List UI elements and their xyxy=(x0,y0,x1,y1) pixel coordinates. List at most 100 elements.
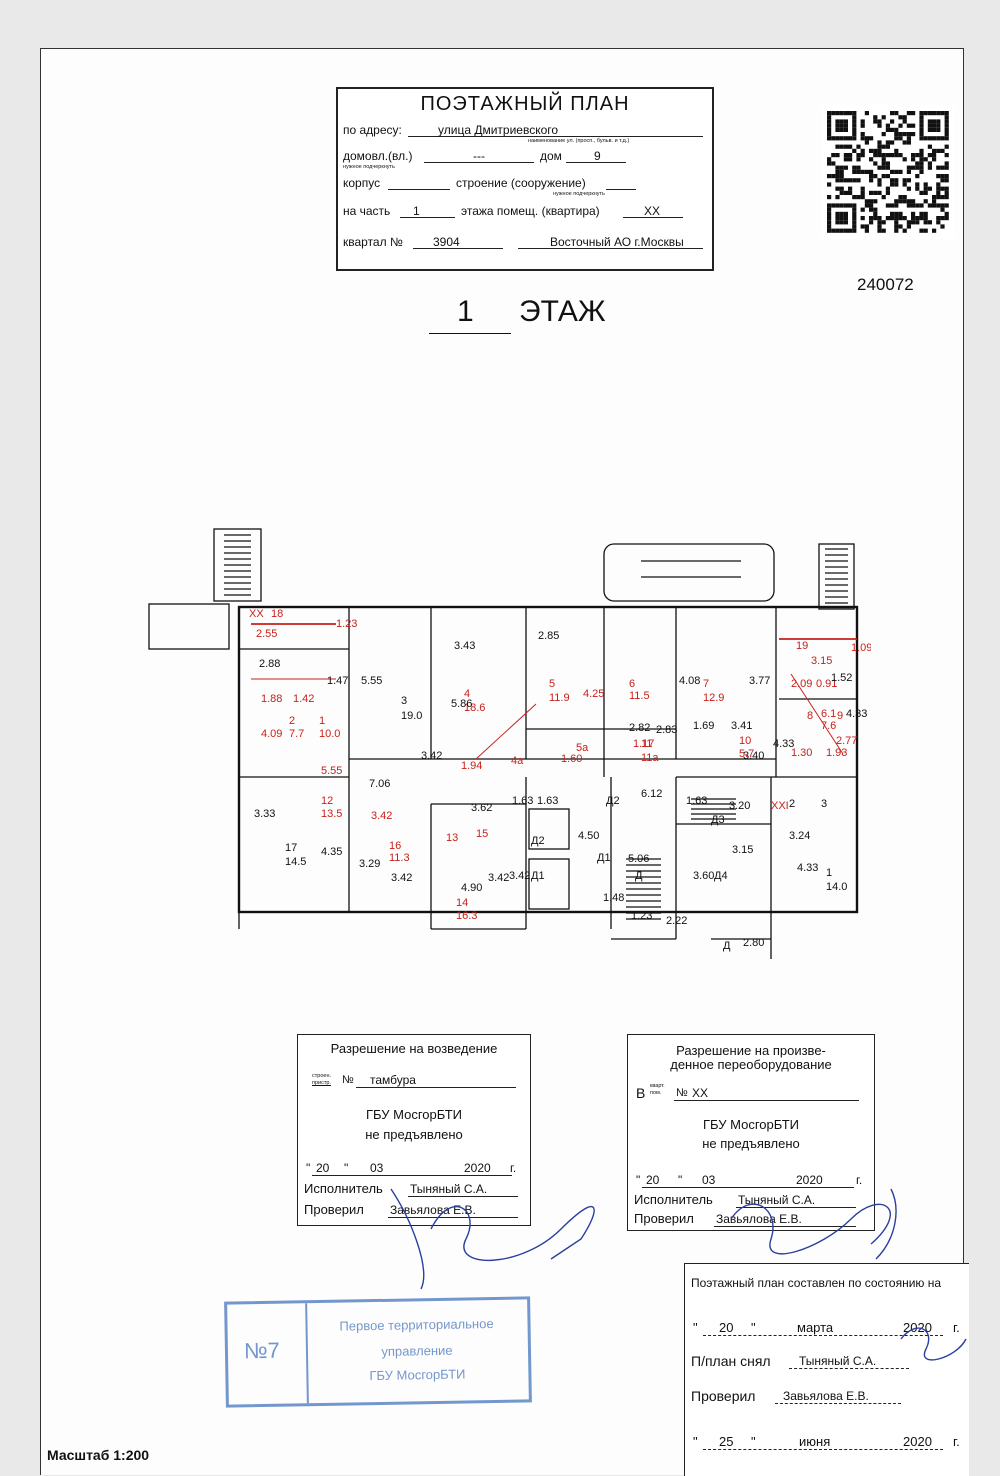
plan-sheet: ПОЭТАЖНЫЙ ПЛАН по адресу: улица Дмитриев… xyxy=(40,48,969,1476)
kvartal-ao: Восточный АО г.Москвы xyxy=(550,235,684,249)
plan-dimension-label: 7 xyxy=(703,678,709,690)
plan-dimension-label: 1.30 xyxy=(791,747,812,759)
state-day: 20 xyxy=(719,1320,734,1335)
plan-dimension-label: 14.5 xyxy=(285,856,306,868)
permit-right-b: В xyxy=(636,1085,646,1101)
plan-dimension-label: 2.88 xyxy=(259,658,280,670)
plan-dimension-label: Д1 xyxy=(531,870,545,882)
plan-dimension-label: 4.09 xyxy=(261,728,282,740)
permit-right-org: ГБУ МосгорБТИ xyxy=(703,1117,799,1132)
plan-dimension-label: 2.80 xyxy=(743,937,764,949)
plan-dimension-label: 4.33 xyxy=(797,862,818,874)
dom-value: 9 xyxy=(594,149,601,163)
permit-right-q1: " xyxy=(636,1173,641,1187)
etazh-label: этажа помещ. (квартира) xyxy=(461,204,600,218)
permit-left-day: 20 xyxy=(316,1161,330,1175)
plan-dimension-label: 4а xyxy=(511,755,524,767)
plan-dimension-label: 3.20 xyxy=(729,800,750,812)
floor-number: 1 xyxy=(457,295,474,328)
permit-right-status: не предъявлено xyxy=(702,1136,800,1151)
plan-dimension-label: 3.42 xyxy=(509,870,530,882)
address-value: улица Дмитриевского xyxy=(438,123,559,137)
plan-dimension-label: Д xyxy=(723,940,731,952)
plan-dimension-label: 4.35 xyxy=(321,846,342,858)
permit-right-checker-label: Проверил xyxy=(634,1211,694,1226)
state-month2: июня xyxy=(799,1434,831,1449)
plan-dimension-label: Д3 xyxy=(711,814,725,826)
state-q3: " xyxy=(693,1434,698,1449)
plan-dimension-label: 2.83 xyxy=(656,724,677,736)
plan-dimension-label: 3.42 xyxy=(391,872,412,884)
plan-dimension-label: 4.08 xyxy=(679,675,700,687)
plan-dimension-label: 3.29 xyxy=(359,858,380,870)
plan-dimension-label: 1.09 xyxy=(851,642,871,654)
plan-dimension-label: Д1 xyxy=(597,852,611,864)
permit-right-title-2: денное переоборудование xyxy=(670,1057,832,1072)
stamp-number: №7 xyxy=(243,1337,281,1364)
plan-dimension-label: 3 xyxy=(821,798,827,810)
plan-dimension-label: 1.17 xyxy=(633,738,654,750)
permit-left-type-value: тамбура xyxy=(370,1073,416,1087)
plan-dimension-label: 19.0 xyxy=(401,710,422,722)
permit-right-day: 20 xyxy=(646,1173,660,1187)
plan-dimension-label: 9 xyxy=(837,710,843,722)
plan-dimension-label: 1 xyxy=(319,715,325,727)
state-month: марта xyxy=(797,1320,834,1335)
plan-dimension-label: 2.22 xyxy=(666,915,687,927)
state-checked-label: Проверил xyxy=(691,1388,756,1404)
plan-dimension-label: 4.25 xyxy=(583,688,604,700)
plan-dimension-label: 3.77 xyxy=(749,675,770,687)
stroenie-hint: нужное подчеркнуть xyxy=(553,191,605,197)
plan-dimension-label: 1.94 xyxy=(461,760,482,772)
qr-code-icon xyxy=(821,105,955,239)
permit-left-box: Разрешение на возведение строен. пристр.… xyxy=(297,1034,531,1226)
state-title: Поэтажный план составлен по состоянию на xyxy=(691,1276,942,1290)
header-box: ПОЭТАЖНЫЙ ПЛАН по адресу: улица Дмитриев… xyxy=(336,87,714,271)
permit-left-type-no: № xyxy=(342,1074,354,1086)
plan-dimension-label: 7.6 xyxy=(821,720,836,732)
plan-dimension-label: 4.33 xyxy=(773,738,794,750)
plan-dimension-label: 15 xyxy=(476,828,488,840)
permit-left-type-bottom: пристр. xyxy=(312,1080,331,1086)
floor-label: ЭТАЖ xyxy=(519,295,606,328)
plan-dimension-label: 2 xyxy=(289,715,295,727)
permit-left-status: не предъявлено xyxy=(365,1127,463,1142)
address-hint: наименование ул. (просп., бульв. и т.д.) xyxy=(528,138,630,144)
permit-left-year: 2020 xyxy=(464,1161,491,1175)
dom-label: дом xyxy=(540,149,562,163)
plan-dimension-label: 3.33 xyxy=(254,808,275,820)
state-q4: " xyxy=(751,1434,756,1449)
signature-scribbles xyxy=(390,1188,967,1361)
plan-dimension-label: 3.60 xyxy=(693,870,714,882)
plan-dimension-label: 1.63 xyxy=(512,795,533,807)
plan-dimension-label: 3.42 xyxy=(371,810,392,822)
plan-dimension-label: 2.82 xyxy=(131,519,152,522)
permit-left-org: ГБУ МосгорБТИ xyxy=(366,1107,462,1122)
chast-value: 1 xyxy=(413,204,420,218)
plan-dimension-label: 4.50 xyxy=(578,830,599,842)
plan-dimension-label: Д xyxy=(635,870,643,882)
plan-dimension-label: 0.91 xyxy=(816,678,837,690)
plan-dimension-label: XXI xyxy=(771,800,789,812)
plan-dimension-label: 1.69 xyxy=(693,720,714,732)
plan-dimension-label: 11 xyxy=(641,738,652,750)
plan-dimension-label: 1.63 xyxy=(686,795,707,807)
domovl-hint: нужное подчеркнуть xyxy=(343,164,395,170)
plan-dimension-label: 6.1 xyxy=(821,708,836,720)
plan-dimension-label: 1 xyxy=(826,867,832,879)
permit-left-month: 03 xyxy=(370,1161,384,1175)
plan-dimension-label: 2.85 xyxy=(538,630,559,642)
plan-dimension-label: 1.52 xyxy=(831,672,852,684)
document-number: 240072 xyxy=(857,275,914,294)
plan-dimension-label: 3.15 xyxy=(732,844,753,856)
plan-dimension-label: 1.42 xyxy=(293,693,314,705)
plan-dimension-label: 2.77 xyxy=(836,735,857,747)
plan-dimension-label: 8 xyxy=(807,710,813,722)
plan-dimension-label: 1.93 xyxy=(826,747,847,759)
plan-dimension-label: 4.90 xyxy=(461,882,482,894)
domovl-value: --- xyxy=(473,149,485,163)
plan-dimension-label: 17 xyxy=(285,842,297,854)
plan-dimension-label: 11.5 xyxy=(629,690,650,702)
plan-dimension-label: 2.82 xyxy=(629,722,650,734)
